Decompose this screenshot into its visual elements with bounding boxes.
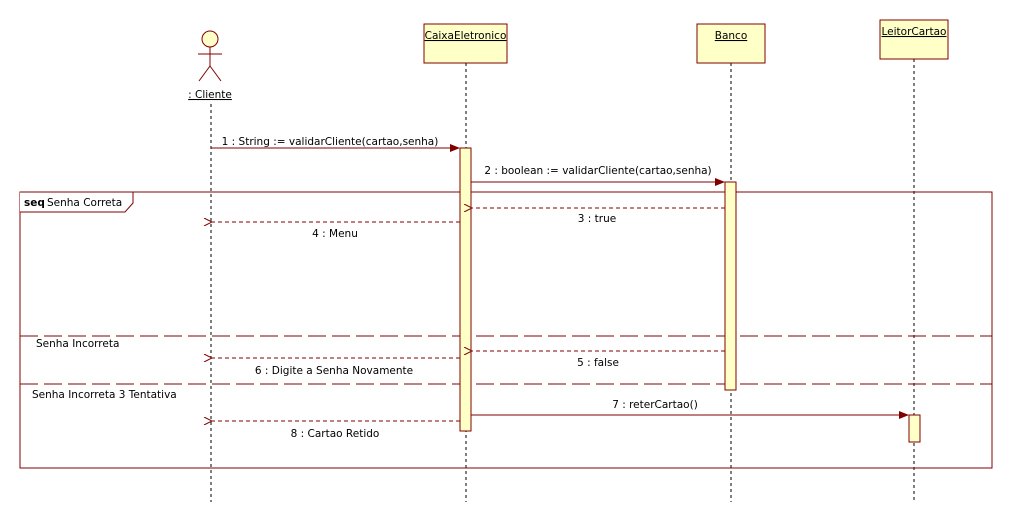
participant-banco[interactable]: Banco	[696, 23, 766, 64]
fragment-label-tab	[20, 191, 134, 213]
message-3[interactable]: 3 : true	[472, 208, 725, 225]
participant-caixa[interactable]: CaixaEletronico	[423, 23, 508, 64]
message-label: 1 : String := validarCliente(cartao,senh…	[222, 136, 439, 148]
activation-caixa	[459, 147, 472, 432]
activation-leitor	[908, 414, 921, 443]
participant-label: CaixaEletronico	[425, 30, 507, 42]
message-label: 5 : false	[577, 357, 619, 369]
message-label: 8 : Cartao Retido	[291, 428, 380, 440]
message-2[interactable]: 2 : boolean := validarCliente(cartao,sen…	[471, 165, 725, 186]
fragment-seq[interactable]: seq Senha Correta Senha Incorreta Senha …	[19, 191, 993, 469]
fragment-frame	[19, 191, 993, 469]
message-label: 2 : boolean := validarCliente(cartao,sen…	[484, 165, 711, 177]
actor-label: : Cliente	[188, 89, 232, 101]
operand-guard: Senha Incorreta 3 Tentativa	[32, 389, 177, 401]
message-7[interactable]: 7 : reterCartao()	[471, 399, 909, 419]
message-6[interactable]: 6 : Digite a Senha Novamente	[212, 358, 460, 377]
message-4[interactable]: 4 : Menu	[212, 222, 460, 240]
message-label: 4 : Menu	[312, 228, 358, 240]
operand-guard: Senha Incorreta	[36, 338, 119, 350]
actor-cliente[interactable]: : Cliente	[188, 30, 232, 101]
message-label: 7 : reterCartao()	[612, 399, 698, 411]
participant-label: Banco	[715, 30, 748, 42]
fragment-name: Senha Correta	[47, 197, 122, 209]
message-8[interactable]: 8 : Cartao Retido	[212, 421, 460, 440]
actor-head	[201, 30, 219, 48]
message-1[interactable]: 1 : String := validarCliente(cartao,senh…	[211, 136, 460, 152]
fragment-keyword: seq	[24, 197, 45, 209]
message-label: 6 : Digite a Senha Novamente	[255, 365, 413, 377]
message-label: 3 : true	[578, 213, 616, 225]
activation-banco	[724, 181, 737, 391]
participant-label: LeitorCartao	[882, 26, 947, 38]
participant-leitor[interactable]: LeitorCartao	[879, 19, 949, 60]
message-5[interactable]: 5 : false	[472, 351, 725, 369]
